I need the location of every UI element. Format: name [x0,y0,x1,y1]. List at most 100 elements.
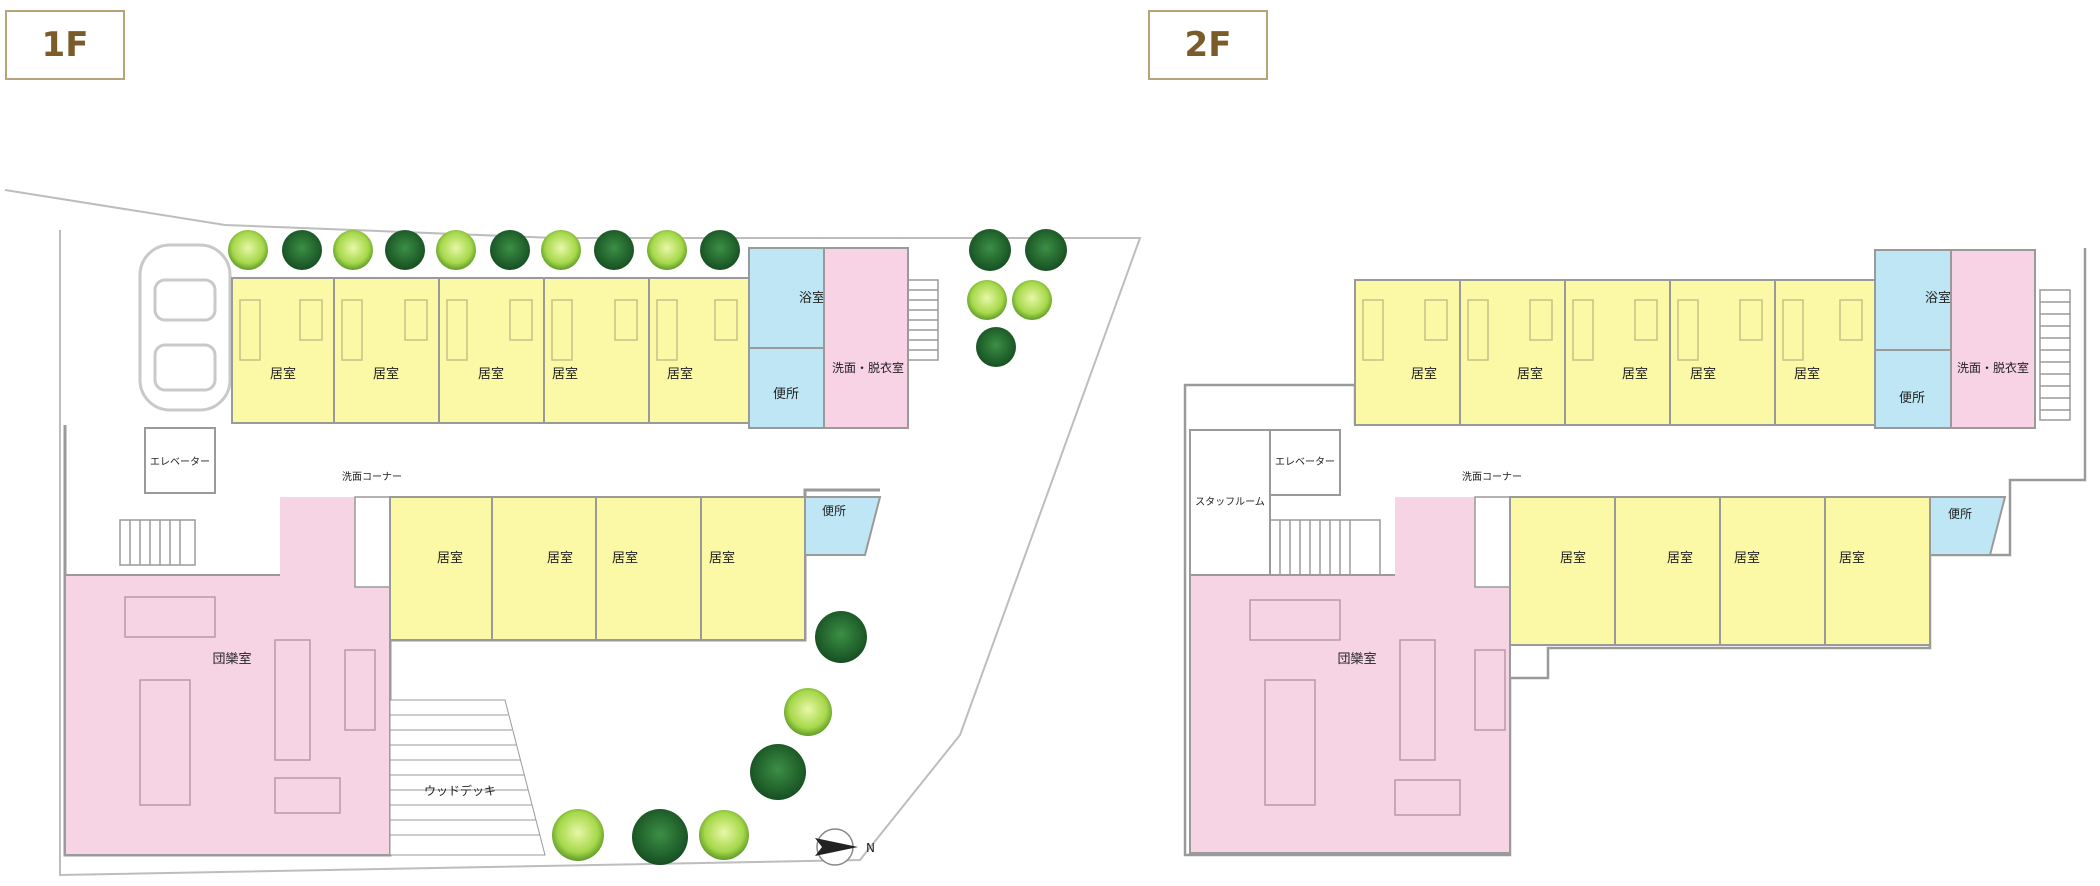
dining-room-2f-label: 団欒室 [1337,651,1376,667]
toilet-2f-upper[interactable] [1874,349,1952,429]
bedroom-2f-6[interactable] [1509,496,1616,646]
bedroom-8-label: 居室 [612,550,638,566]
bedroom-6[interactable] [389,496,493,641]
tree [282,230,322,270]
bedroom-2f-7[interactable] [1614,496,1721,646]
exterior-stair [907,279,939,361]
bedroom-4[interactable] [543,277,650,424]
wood-deck-label: ウッドデッキ [424,783,496,798]
trees-1f [228,229,1067,865]
north-arrow [815,828,858,866]
bedroom-2f-6-label: 居室 [1560,550,1586,566]
bedroom-2f-4[interactable] [1669,279,1776,426]
tree [784,688,832,736]
bedroom-7[interactable] [491,496,597,641]
dining-furniture-2f [1249,599,1506,816]
toilet-2f-lower[interactable] [1929,496,2007,556]
tree [969,229,1011,271]
bedroom-5[interactable] [648,277,750,424]
dining-room-1f[interactable] [64,574,391,856]
bedroom-7-label: 居室 [547,550,573,566]
tree [1025,229,1067,271]
bedroom-1-label: 居室 [270,366,296,382]
wash-corner-1f[interactable] [354,496,391,588]
bathroom-2f-label: 浴室 [1925,290,1951,306]
toilet-lower-label: 便所 [822,504,846,518]
tree [385,230,425,270]
bedroom-9[interactable] [700,496,806,641]
tree [436,230,476,270]
washroom-label-text: 洗面・脱衣室 [832,360,904,375]
washroom[interactable] [823,247,909,429]
dining-furniture-1f [124,596,376,814]
exterior-stair-2f [2039,289,2071,421]
tree [594,230,634,270]
bedroom-3-label: 居室 [478,366,504,382]
elevator-1f[interactable] [144,427,216,494]
bedroom-8[interactable] [595,496,702,641]
tree [1012,280,1052,320]
wash-corner-2f-text: 洗面コーナー [1462,471,1522,483]
tree [647,230,687,270]
interior-stair-1f [119,519,196,566]
washroom-2f[interactable] [1950,249,2036,429]
tree [333,230,373,270]
floor-2-tag: 2F [1148,10,1268,80]
dining-room-1f-label: 団欒室 [212,651,251,667]
bedroom-2f-8-label: 居室 [1734,550,1760,566]
floor-1-label: 1F [41,25,89,65]
elevator-2f-label: エレベーター [1275,456,1335,468]
bathroom[interactable] [748,247,825,349]
floor-2-outline [1183,248,2087,857]
floor-1-plan: 居室 居室 居室 居室 居室 浴室 便所 洗面・脱衣室 エレベーター [4,189,1142,877]
bathroom-2f[interactable] [1874,249,1952,351]
bedroom-9-label: 居室 [709,550,735,566]
tree [552,809,604,861]
wood-deck [389,699,546,856]
toilet-lower[interactable] [804,496,882,556]
site-boundary [4,189,1142,877]
staff-room-label: スタッフルーム [1195,496,1265,508]
staff-room[interactable] [1189,429,1271,576]
bathroom-label: 浴室 [799,290,825,306]
bedroom-2f-2-label: 居室 [1517,366,1543,382]
interior-stair-2f [1269,519,1381,576]
washroom-2f-label: 洗面・脱衣室 [1957,360,2029,375]
bedroom-2f-9-label: 居室 [1839,550,1865,566]
wash-corner-2f[interactable] [1474,496,1511,588]
elevator-2f[interactable] [1269,429,1341,496]
bedroom-2f-5[interactable] [1774,279,1876,426]
dining-room-2f[interactable] [1189,574,1511,854]
bedroom-2f-8[interactable] [1719,496,1826,646]
parking-car [138,243,232,412]
tree [976,327,1016,367]
tree [490,230,530,270]
bedroom-2f-4-label: 居室 [1690,366,1716,382]
elevator-1f-label: エレベーター [150,456,210,468]
bedroom-2f-9[interactable] [1824,496,1931,646]
bedroom-2f-3[interactable] [1564,279,1671,426]
bedroom-2f-1-label: 居室 [1411,366,1437,382]
floor-2-plan: 居室 居室 居室 居室 居室 浴室 便所 洗面・脱衣室 スタッフルーム エレベー… [1183,248,2087,857]
bedroom-1[interactable] [231,277,335,424]
toilet-2f-upper-label: 便所 [1899,391,1925,406]
wash-corner-2f-label: 洗面コーナー [1462,471,1522,483]
wash-corner-1f-label: 洗面コーナー [342,471,402,483]
bedroom-2f-1[interactable] [1354,279,1461,426]
tree [815,611,867,663]
tree [541,230,581,270]
bedroom-6-label: 居室 [437,550,463,566]
north-label: N [866,841,875,855]
washroom-label: 洗面・脱衣室 [832,360,904,375]
bedroom-2-label: 居室 [373,366,399,382]
bedroom-2f-2[interactable] [1459,279,1566,426]
toilet-2f-lower-label: 便所 [1948,507,1972,521]
tree [750,744,806,800]
bedroom-2f-5-label: 居室 [1794,366,1820,382]
upper-bedroom-row [231,277,750,424]
wash-corner-1f-text: 洗面コーナー [342,471,402,483]
bedroom-2[interactable] [333,277,440,424]
tree [228,230,268,270]
floor-2-label: 2F [1184,25,1232,65]
